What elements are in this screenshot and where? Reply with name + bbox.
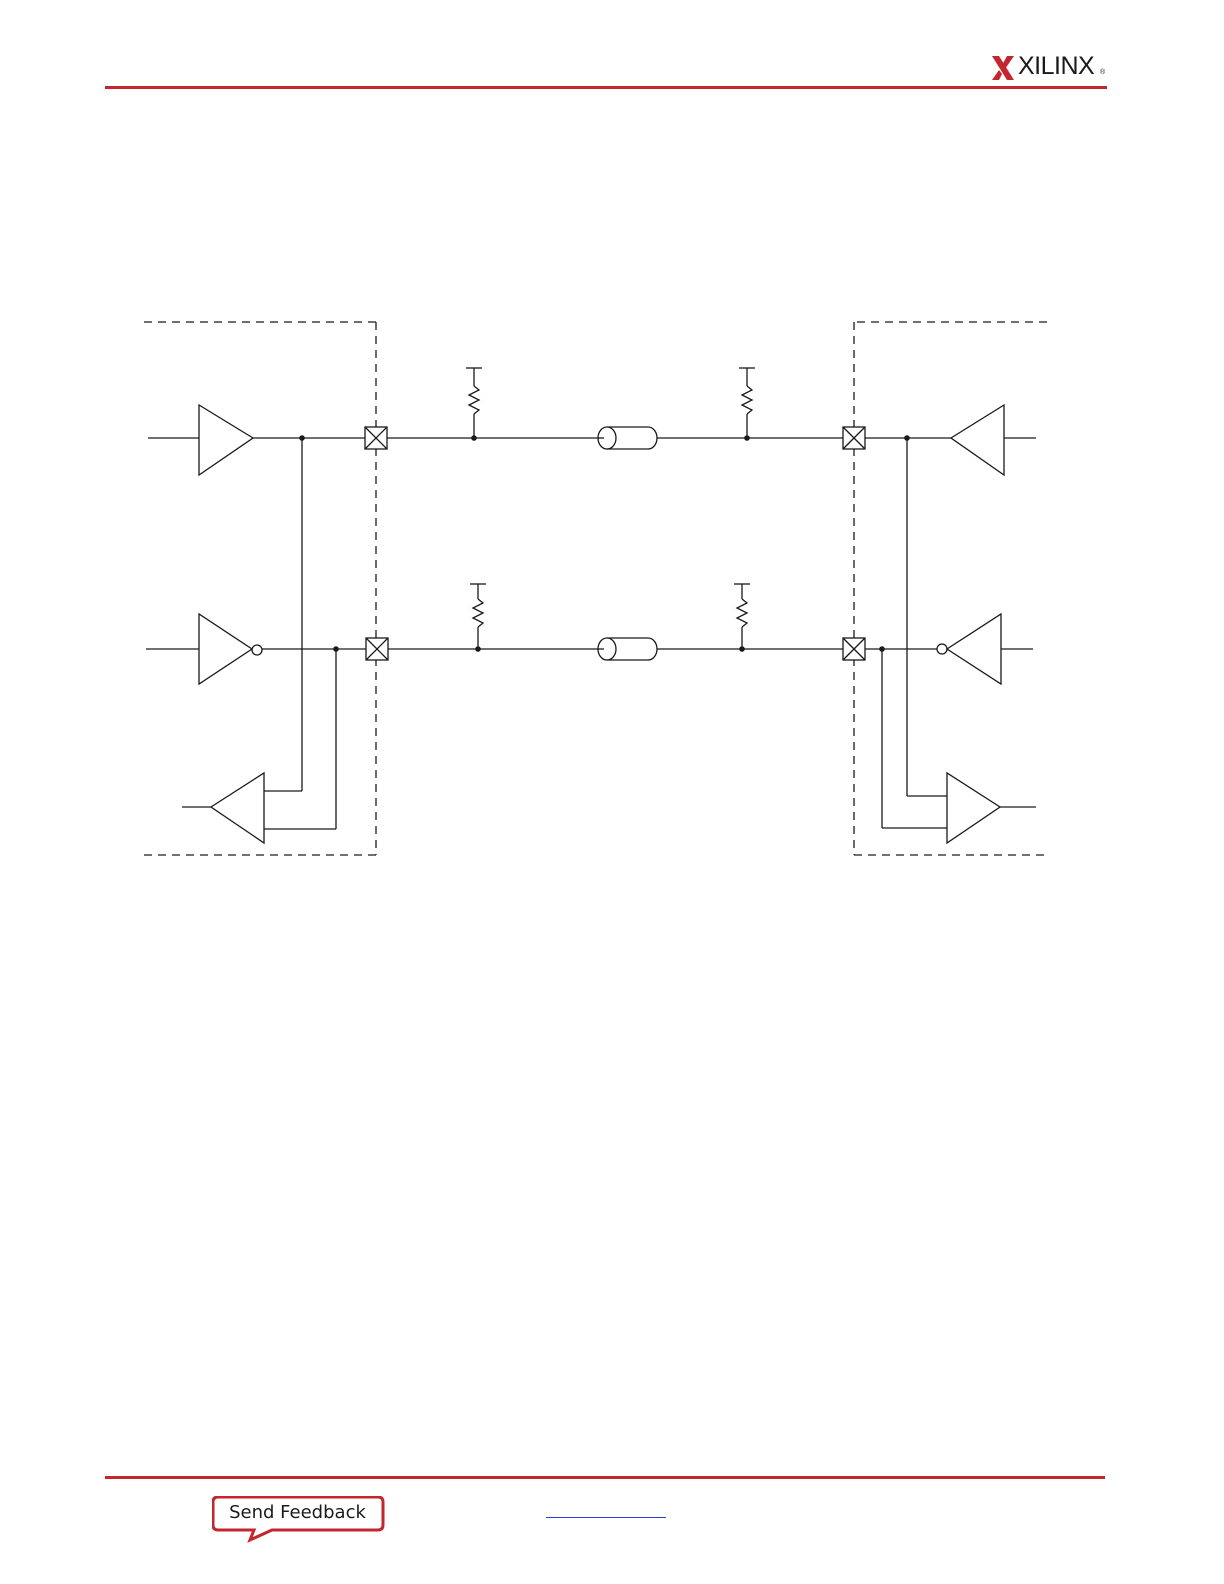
- resistor-top-left: [466, 368, 482, 438]
- right-driver-complement: [865, 614, 1033, 684]
- right-pad-top: [843, 427, 865, 449]
- transmission-line-bottom: [598, 638, 657, 660]
- resistor-top-right: [739, 368, 755, 438]
- send-feedback-label: Send Feedback: [216, 1497, 379, 1529]
- left-receiver: [182, 438, 336, 843]
- footer-link[interactable]: [546, 1501, 666, 1518]
- left-driver-true: [148, 405, 365, 475]
- resistor-bottom-right: [734, 584, 750, 649]
- junction-dots: [299, 435, 910, 652]
- right-driver-true: [865, 405, 1036, 475]
- resistor-bottom-left: [470, 584, 486, 649]
- left-pad-top: [365, 427, 387, 449]
- send-feedback-button[interactable]: Send Feedback: [212, 1496, 387, 1544]
- left-pad-bottom: [366, 638, 388, 660]
- left-driver-complement: [146, 614, 366, 684]
- footer-rule: [105, 1476, 1105, 1479]
- transmission-line-top: [598, 427, 657, 449]
- right-pad-bottom: [843, 638, 865, 660]
